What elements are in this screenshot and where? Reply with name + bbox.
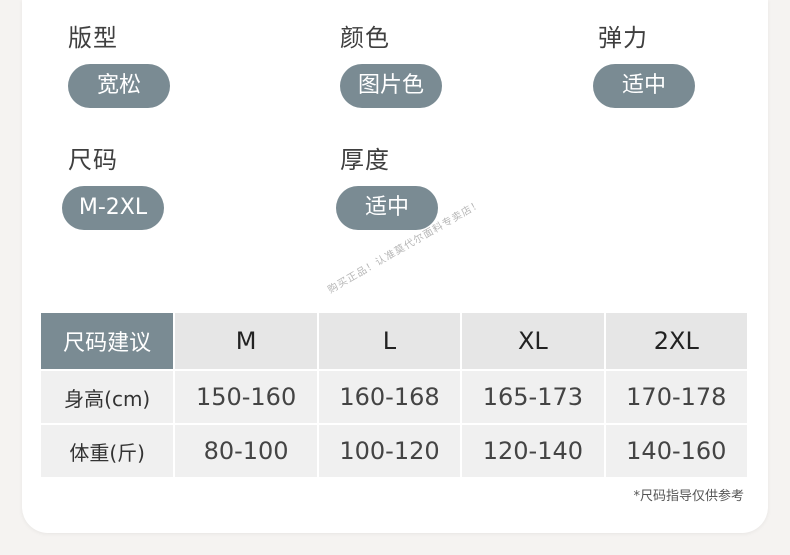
attr-size-label: 尺码 [68, 146, 118, 174]
attr-thickness: 厚度 适中 [336, 140, 438, 230]
size-recommendation-table: 尺码建议 M L XL 2XL 身高(cm) 150-160 160-168 1… [41, 313, 747, 477]
table-cell: 140-160 [603, 423, 747, 477]
attr-thickness-label: 厚度 [340, 146, 390, 174]
size-header-2xl: 2XL [603, 313, 747, 370]
attr-fit-label: 版型 [68, 24, 118, 52]
table-cell: 165-173 [460, 369, 605, 424]
attr-elasticity-label: 弹力 [598, 24, 648, 52]
table-corner-cell: 尺码建议 [41, 313, 175, 370]
table-row: 体重(斤) 80-100 100-120 120-140 140-160 [41, 423, 747, 477]
size-header-xl: XL [460, 313, 605, 370]
attr-fit-value-pill: 宽松 [68, 64, 170, 108]
table-cell: 150-160 [173, 369, 318, 424]
attr-color-label: 颜色 [340, 24, 390, 52]
attr-color: 颜色 图片色 [340, 18, 442, 108]
row-label-height: 身高(cm) [41, 369, 175, 424]
size-header-l: L [316, 313, 462, 370]
size-header-m: M [173, 313, 318, 370]
table-cell: 170-178 [603, 369, 747, 424]
row-label-weight: 体重(斤) [41, 423, 175, 477]
attr-elasticity: 弹力 适中 [593, 18, 695, 108]
attr-color-value-pill: 图片色 [340, 64, 442, 108]
attr-size: 尺码 M-2XL [62, 140, 164, 230]
table-cell: 80-100 [173, 423, 318, 477]
table-cell: 120-140 [460, 423, 605, 477]
table-header-row: 尺码建议 M L XL 2XL [41, 313, 747, 370]
attr-size-value-pill: M-2XL [62, 186, 164, 230]
attr-fit: 版型 宽松 [68, 18, 170, 108]
attr-thickness-value-pill: 适中 [336, 186, 438, 230]
attr-elasticity-value-pill: 适中 [593, 64, 695, 108]
table-row: 身高(cm) 150-160 160-168 165-173 170-178 [41, 369, 747, 424]
table-cell: 100-120 [316, 423, 462, 477]
size-guide-note: *尺码指导仅供参考 [633, 489, 744, 504]
table-cell: 160-168 [316, 369, 462, 424]
